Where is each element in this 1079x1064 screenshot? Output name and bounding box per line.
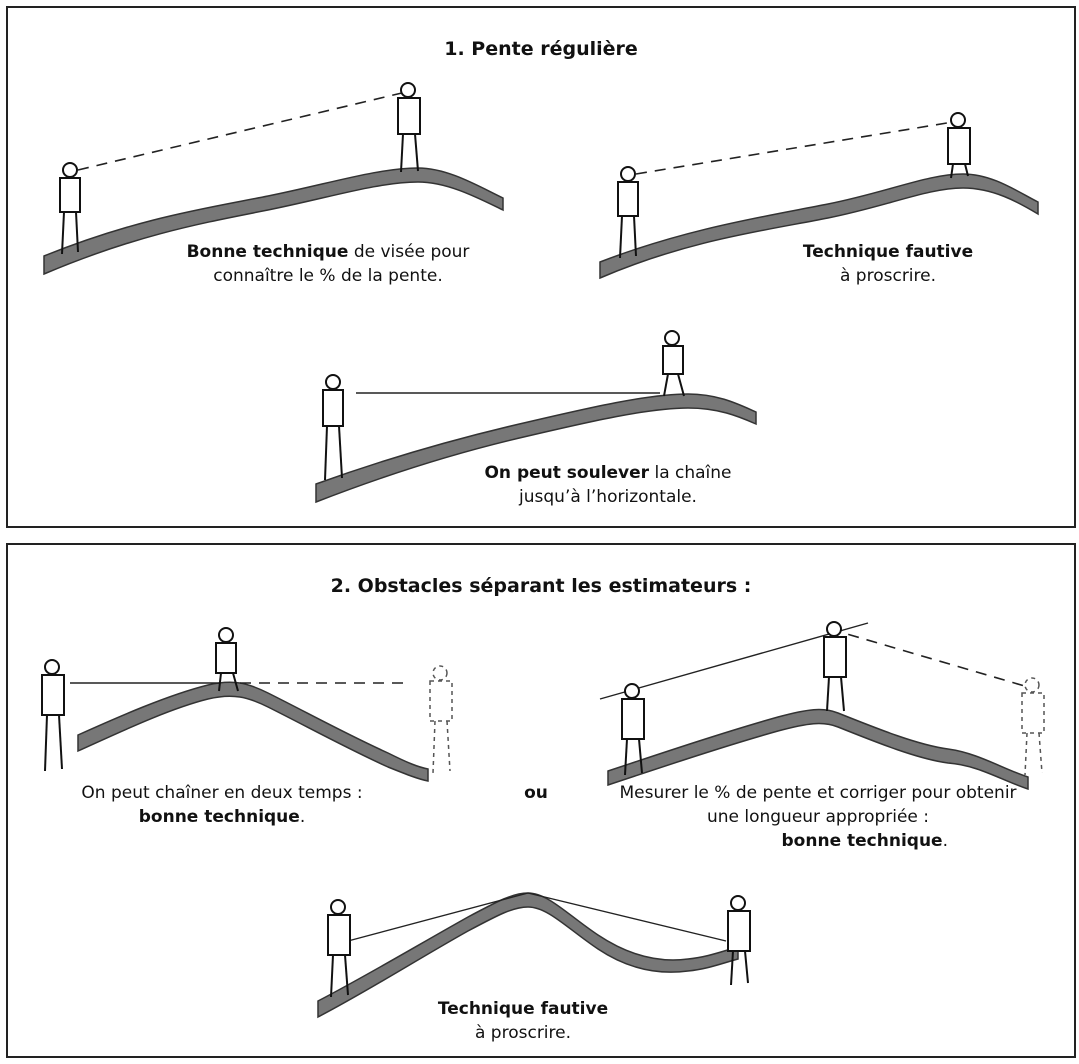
surveyor-two-step-left xyxy=(41,659,65,772)
surveyor-wrong-left xyxy=(327,899,351,998)
caption-good-sighting: Bonne technique de visée pour connaître … xyxy=(186,242,470,286)
or-label: ou xyxy=(524,783,548,803)
caption-two-step: On peut chaîner en deux temps : bonne te… xyxy=(81,783,363,827)
panel2-title: 2. Obstacles séparant les estimateurs : xyxy=(330,575,752,597)
caption-wrong-obstacle: Technique fautive à proscrire. xyxy=(437,999,609,1043)
hill-two-step-chaining xyxy=(70,681,429,782)
surveyor-two-step-middle xyxy=(215,627,239,692)
surveyor-correction-middle xyxy=(823,621,847,712)
hill-good-sighting xyxy=(43,91,504,276)
caption-wrong-sighting: Technique fautive à proscrire. xyxy=(802,242,974,286)
surveyor-figure-left-2 xyxy=(617,166,639,259)
panel-regular-slope: 1. Pente régulière xyxy=(6,6,1076,528)
caption-lifted-chain: On peut soulever la chaîne jusqu’à l’hor… xyxy=(484,463,732,507)
panel-obstacles: 2. Obstacles séparant les estimateurs : xyxy=(6,543,1076,1058)
hill-slope-correction xyxy=(599,622,1029,791)
panel2-illustrations xyxy=(41,621,1045,1019)
panel1-illustrations xyxy=(43,82,1039,504)
surveyor-figure-bottom-left xyxy=(322,374,344,481)
hill-lifted-chain xyxy=(315,392,757,504)
hill-wrong-sighting xyxy=(599,121,1039,280)
surveyor-figure-left-1 xyxy=(59,162,81,255)
surveyor-figure-right-2 xyxy=(947,112,971,179)
surveyor-two-step-right-ghost xyxy=(429,665,453,774)
panel1-title: 1. Pente régulière xyxy=(444,38,638,60)
caption-slope-correction: Mesurer le % de pente et corriger pour o… xyxy=(619,783,1017,851)
surveyor-wrong-right xyxy=(727,895,751,986)
surveyor-figure-bottom-right xyxy=(662,330,685,397)
surveyor-correction-left xyxy=(621,683,645,776)
hill-wrong-over-obstacle xyxy=(317,892,739,1019)
surveyor-correction-right-ghost xyxy=(1021,677,1045,776)
surveyor-figure-right-1 xyxy=(397,82,421,173)
